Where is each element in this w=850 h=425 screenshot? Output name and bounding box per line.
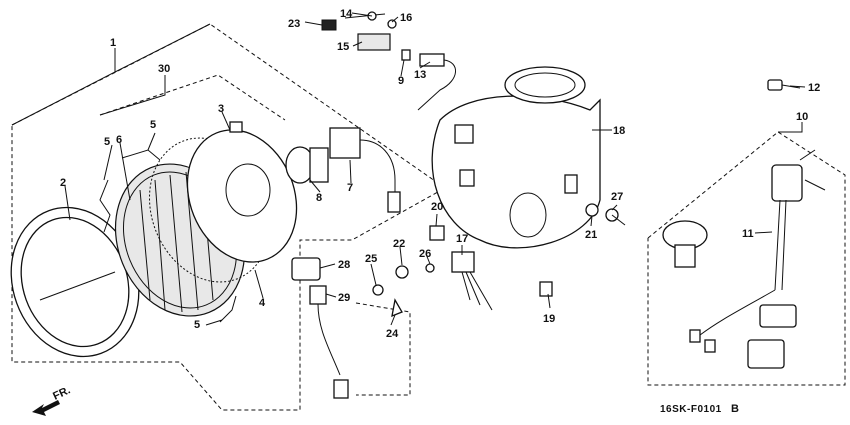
callout-7: 7 xyxy=(347,182,353,194)
diagram-code: 16SK-F0101 B xyxy=(660,403,739,415)
callout-20: 20 xyxy=(431,201,443,213)
front-arrow-icon: FR. xyxy=(32,384,72,416)
callout-19: 19 xyxy=(543,313,555,325)
callout-28: 28 xyxy=(338,259,350,271)
callout-16: 16 xyxy=(400,12,412,24)
callout-30: 30 xyxy=(158,63,170,75)
headlight-case xyxy=(431,66,601,249)
callout-26: 26 xyxy=(419,248,431,260)
front-indicator-label: FR. xyxy=(51,384,72,402)
callout-17: 17 xyxy=(456,233,468,245)
callout-29: 29 xyxy=(338,292,350,304)
callout-22: 22 xyxy=(393,238,405,250)
bulb-socket xyxy=(285,127,401,213)
callout-6: 6 xyxy=(116,134,122,146)
reflector xyxy=(186,121,298,263)
callout-9: 9 xyxy=(398,75,404,87)
diagram-code-suffix: B xyxy=(731,403,739,415)
callout-25: 25 xyxy=(365,253,377,265)
callout-23: 23 xyxy=(288,18,300,30)
diagram-code-text: 16SK-F0101 xyxy=(660,404,722,415)
callout-4: 4 xyxy=(259,297,266,309)
callout-5-upper: 5 xyxy=(150,119,156,131)
leader-lines xyxy=(11,12,806,326)
callout-10: 10 xyxy=(796,111,808,123)
callout-14: 14 xyxy=(340,8,353,20)
callout-5-lower: 5 xyxy=(194,319,200,331)
callout-5-upper-left: 5 xyxy=(104,136,110,148)
callout-2: 2 xyxy=(60,177,66,189)
callout-21: 21 xyxy=(585,229,597,241)
switch-parts xyxy=(321,11,456,111)
callout-27: 27 xyxy=(611,191,623,203)
headlight-rim xyxy=(10,206,140,358)
ignition-switch xyxy=(662,79,826,369)
callout-3: 3 xyxy=(218,103,224,115)
callout-1: 1 xyxy=(110,37,116,49)
small-parts xyxy=(291,203,626,399)
callout-11: 11 xyxy=(742,228,754,240)
callout-15: 15 xyxy=(337,41,349,53)
callout-labels: 1 2 3 4 5 5 5 6 7 8 9 10 11 12 13 14 15 … xyxy=(60,8,820,340)
callout-12: 12 xyxy=(808,82,820,94)
callout-8: 8 xyxy=(316,192,322,204)
assembly-outlines xyxy=(11,23,846,411)
callout-24: 24 xyxy=(386,328,399,340)
callout-13: 13 xyxy=(414,69,426,81)
callout-18: 18 xyxy=(613,125,625,137)
